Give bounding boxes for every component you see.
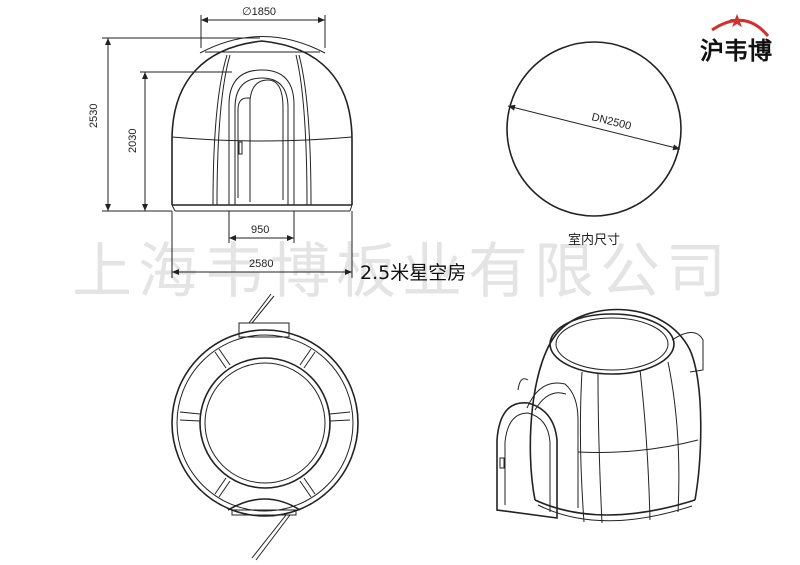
top-view [171, 293, 359, 561]
logo-star-icon [730, 14, 744, 27]
interior-size-caption: 室内尺寸 [568, 232, 620, 248]
dim-top-diameter: ∅1850 [242, 6, 276, 18]
dim-inner-height: 2030 [127, 129, 139, 153]
logo-swoosh-icon [711, 18, 770, 37]
dim-door-width: 950 [251, 224, 269, 236]
product-title: 2.5米星空房 [360, 262, 466, 284]
dim-base-width: 2580 [249, 258, 273, 270]
front-elevation-view: ∅1850 2530 2030 950 2580 [88, 6, 353, 278]
logo-text: 沪韦博 [700, 37, 772, 65]
brand-logo: 沪韦博 [700, 14, 772, 65]
interior-plan-view: DN2500 室内尺寸 [506, 41, 682, 248]
dim-interior-diameter: DN2500 [590, 111, 632, 132]
dim-total-height: 2530 [88, 104, 100, 128]
perspective-view [496, 308, 704, 524]
